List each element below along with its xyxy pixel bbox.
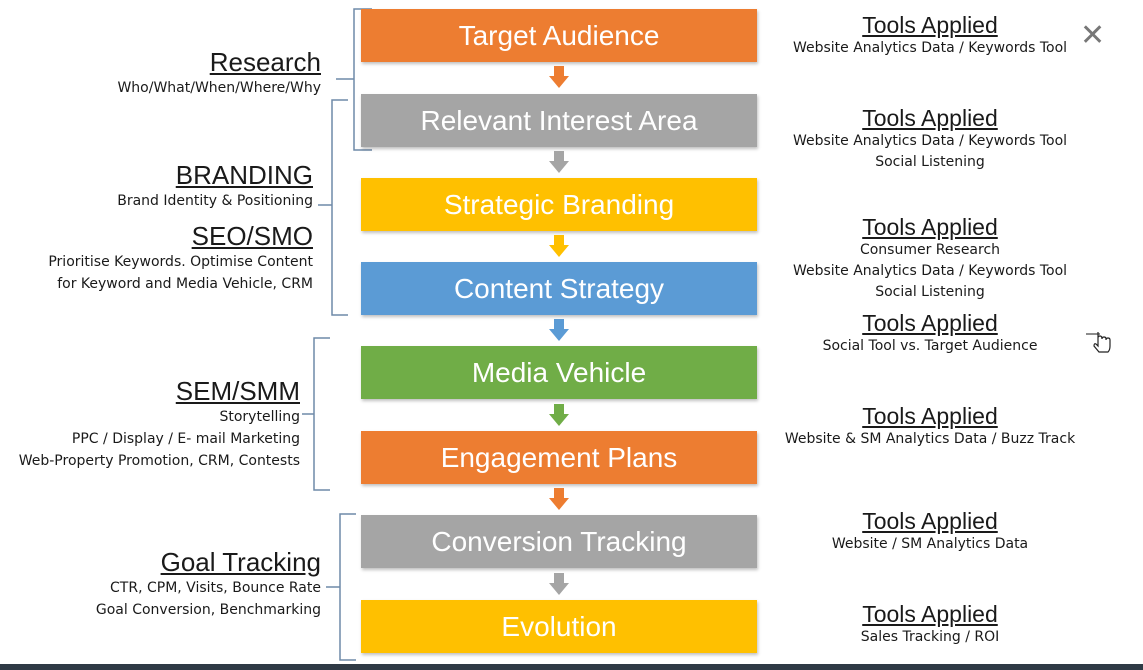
step-content-strategy: Content Strategy xyxy=(361,262,757,315)
tools-line: Website Analytics Data / Keywords Tool xyxy=(792,40,1068,56)
close-icon[interactable]: ✕ xyxy=(1080,18,1106,53)
group-goal-tracking: Goal Tracking CTR, CPM, Visits, Bounce R… xyxy=(96,547,321,621)
tools-line: Website Analytics Data / Keywords Tool xyxy=(792,263,1068,279)
group-line: Brand Identity & Positioning xyxy=(117,193,313,209)
tools-block: Tools Applied Social Tool vs. Target Aud… xyxy=(770,310,1090,357)
down-arrow-icon xyxy=(549,573,569,595)
group-heading: SEO/SMO xyxy=(191,221,313,251)
group-seo-smo: SEO/SMO Prioritise Keywords. Optimise Co… xyxy=(48,221,313,295)
tools-line: Social Listening xyxy=(875,154,985,170)
tools-heading: Tools Applied xyxy=(862,508,998,534)
tools-line: Website & SM Analytics Data / Buzz Track xyxy=(784,431,1076,447)
tools-heading: Tools Applied xyxy=(862,601,998,627)
group-line: Goal Conversion, Benchmarking xyxy=(95,602,321,618)
step-engagement-plans: Engagement Plans xyxy=(361,431,757,484)
tools-block: Tools Applied Website Analytics Data / K… xyxy=(770,12,1090,59)
down-arrow-icon xyxy=(549,151,569,173)
group-sem-smm: SEM/SMM Storytelling PPC / Display / E- … xyxy=(19,376,300,472)
tools-block: Tools Applied Consumer Research Website … xyxy=(770,214,1090,303)
down-arrow-icon xyxy=(549,488,569,510)
tools-line: Website / SM Analytics Data xyxy=(831,536,1029,552)
down-arrow-icon xyxy=(549,404,569,426)
tools-line: Social Tool vs. Target Audience xyxy=(822,338,1038,354)
group-heading: SEM/SMM xyxy=(175,376,300,406)
group-line: Web-Property Promotion, CRM, Contests xyxy=(18,453,300,469)
group-research: Research Who/What/When/Where/Why xyxy=(117,47,321,99)
group-line: CTR, CPM, Visits, Bounce Rate xyxy=(110,580,321,596)
step-evolution: Evolution xyxy=(361,600,757,653)
group-line: Prioritise Keywords. Optimise Content xyxy=(48,254,313,270)
tools-heading: Tools Applied xyxy=(862,12,998,38)
tools-heading: Tools Applied xyxy=(862,403,998,429)
down-arrow-icon xyxy=(549,235,569,257)
tools-line: Consumer Research xyxy=(859,242,1001,258)
step-relevant-interest-area: Relevant Interest Area xyxy=(361,94,757,147)
branding-bracket xyxy=(318,99,348,316)
tools-block: Tools Applied Website / SM Analytics Dat… xyxy=(770,508,1090,555)
down-arrow-icon xyxy=(549,66,569,88)
tools-block: Tools Applied Website & SM Analytics Dat… xyxy=(770,403,1090,450)
sem-bracket xyxy=(302,337,330,491)
tools-line: Sales Tracking / ROI xyxy=(860,629,1000,645)
step-conversion-tracking: Conversion Tracking xyxy=(361,515,757,568)
goal-bracket xyxy=(326,513,356,661)
group-branding: BRANDING Brand Identity & Positioning xyxy=(117,160,313,212)
group-line: for Keyword and Media Vehicle, CRM xyxy=(57,276,313,292)
tools-line: Social Listening xyxy=(875,284,985,300)
group-heading: Goal Tracking xyxy=(160,547,321,577)
group-line: PPC / Display / E- mail Marketing xyxy=(71,431,300,447)
step-target-audience: Target Audience xyxy=(361,9,757,62)
bottom-border xyxy=(0,664,1143,670)
step-media-vehicle: Media Vehicle xyxy=(361,346,757,399)
tools-line: Website Analytics Data / Keywords Tool xyxy=(792,133,1068,149)
hand-pointer-icon xyxy=(1086,332,1111,353)
tools-heading: Tools Applied xyxy=(862,214,998,240)
tools-block: Tools Applied Sales Tracking / ROI xyxy=(770,601,1090,648)
group-line: Who/What/When/Where/Why xyxy=(117,80,321,96)
tools-heading: Tools Applied xyxy=(862,105,998,131)
group-line: Storytelling xyxy=(219,409,300,425)
down-arrow-icon xyxy=(549,319,569,341)
tools-block: Tools Applied Website Analytics Data / K… xyxy=(770,105,1090,173)
step-strategic-branding: Strategic Branding xyxy=(361,178,757,231)
group-heading: Research xyxy=(209,47,321,77)
tools-heading: Tools Applied xyxy=(862,310,998,336)
group-heading: BRANDING xyxy=(175,160,313,190)
